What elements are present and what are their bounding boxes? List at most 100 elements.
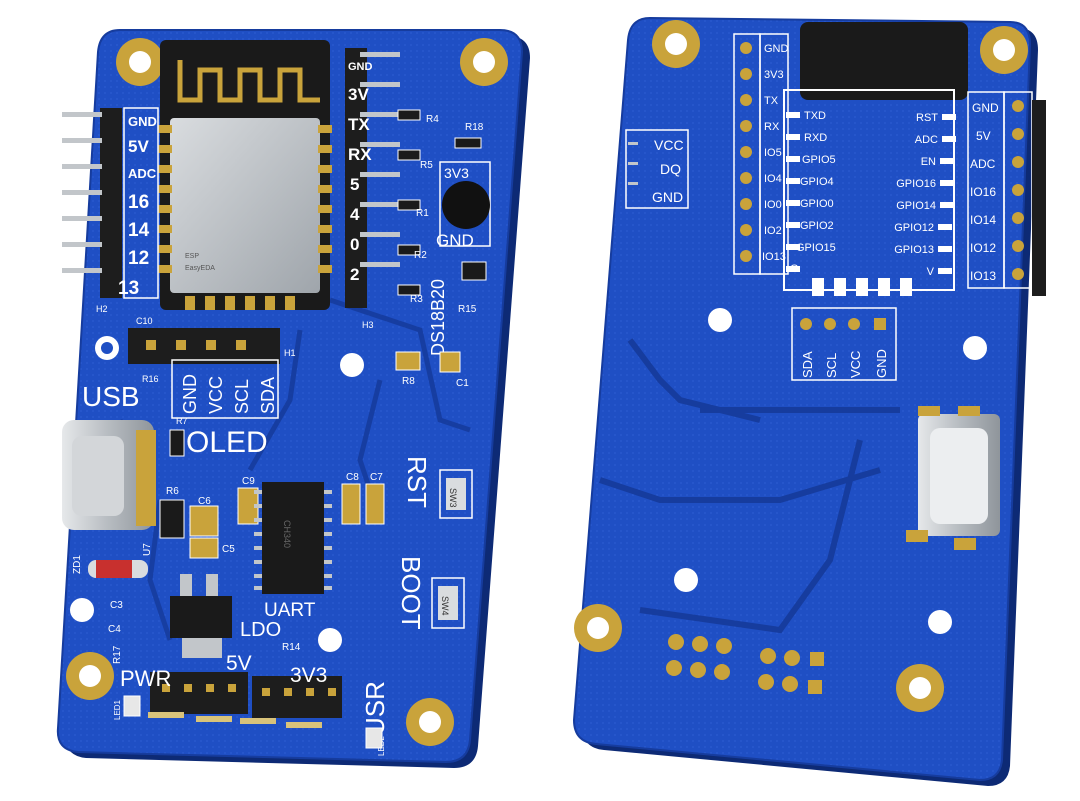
pin-label: RXD — [804, 132, 827, 144]
ref-label: C5 — [222, 544, 235, 555]
ref-label: R2 — [414, 250, 427, 261]
module-label: ESP — [185, 253, 199, 260]
pin-label: RST — [916, 112, 938, 124]
pin-label: GPIO13 — [894, 244, 934, 256]
pin-label: IO13 — [970, 269, 996, 283]
usb-c-connector: USB — [62, 381, 156, 530]
front-board: ESP EasyEDA — [56, 29, 531, 768]
ref-label: R5 — [420, 160, 433, 171]
ldo-label: LDO — [240, 619, 281, 641]
h3-label: H3 — [362, 320, 374, 330]
r16-label: R16 — [142, 374, 159, 384]
sw3-label: SW3 — [448, 488, 458, 508]
esp-module: ESP EasyEDA — [158, 40, 332, 310]
ds18b20-label: DS18B20 — [428, 279, 448, 356]
pin-label: GPIO5 — [802, 154, 836, 166]
back-right-labels: GND 5V ADC IO16 IO14 IO12 IO13 — [970, 101, 999, 283]
pin-label: 5V — [128, 137, 149, 156]
oled-header — [128, 328, 280, 419]
pin-label: SCL — [232, 379, 252, 414]
right-header — [345, 48, 400, 308]
pin-label: VCC — [654, 137, 684, 153]
back-left-labels: GND 3V3 TX RX IO5 IO4 IO0 IO2 IO13 — [762, 43, 789, 263]
pin-label: 16 — [128, 192, 149, 213]
3v3-label: 3V3 — [290, 664, 327, 687]
micro-usb-connector — [906, 406, 1000, 550]
pin-label: ADC — [915, 134, 938, 146]
back-module-right: RST ADC EN GPIO16 GPIO14 GPIO12 GPIO13 V — [894, 112, 956, 278]
mount-hole-icon — [66, 38, 508, 746]
r7-label: R7 — [176, 416, 188, 426]
left-header-labels: GND 5V ADC 16 14 12 13 — [118, 114, 157, 299]
h1-label: H1 — [284, 348, 296, 358]
boot-label: BOOT — [396, 556, 426, 630]
ref-label: R18 — [465, 122, 484, 133]
pwr-label: PWR — [120, 666, 171, 691]
chip-label: CH340 — [282, 520, 292, 548]
module-brand: EasyEDA — [185, 265, 215, 272]
ref-label: C1 — [456, 378, 469, 389]
pin-label: 4 — [350, 205, 360, 224]
back-board: GND 3V3 TX RX IO5 IO4 IO0 IO2 IO13 TXD R… — [572, 16, 1046, 786]
mount-hole-icon — [574, 20, 1028, 712]
pin-label: 13 — [118, 278, 139, 299]
pin-label: GND — [180, 374, 200, 414]
pin-label: SDA — [800, 351, 815, 378]
pin-label: DQ — [660, 161, 681, 177]
pin-label: SDA — [258, 377, 278, 414]
ref-label: C7 — [370, 472, 383, 483]
rst-label: RST — [402, 456, 432, 508]
pin-label: EN — [921, 156, 936, 168]
pin-label: GPIO4 — [800, 176, 834, 188]
back-right-header — [967, 91, 1046, 296]
pin-label: IO14 — [970, 213, 996, 227]
ds18b20-sensor: 3V3 GND DS18B20 — [428, 161, 491, 356]
pin-label: 12 — [128, 248, 149, 269]
rst-switch[interactable] — [439, 469, 473, 519]
pin-label: GPIO12 — [894, 222, 934, 234]
back-module-left: TXD RXD GPIO5 GPIO4 GPIO0 GPIO2 GPIO15 G — [786, 110, 836, 275]
uart-chip: CH340 — [254, 482, 332, 594]
pin-label: 14 — [128, 220, 150, 241]
pin-label: GND — [972, 101, 999, 115]
pin-label: 0 — [350, 235, 359, 254]
pin-label: RX — [764, 121, 780, 133]
ref-label: C3 — [110, 600, 123, 611]
ref-label: C9 — [242, 476, 255, 487]
pin-label: SCL — [824, 353, 839, 378]
ref-label: R14 — [282, 642, 301, 653]
sensor-label: 3V3 — [444, 165, 469, 181]
usr-label: USR — [360, 681, 390, 736]
module-bottom-pads — [812, 278, 912, 296]
pin-label: IO13 — [762, 251, 786, 263]
c10-label: C10 — [136, 316, 153, 326]
pin-label: TX — [764, 95, 779, 107]
pin-label: 3V — [348, 85, 369, 104]
sw4-label: SW4 — [440, 596, 450, 616]
oled-pin-labels: GND VCC SCL SDA — [180, 374, 278, 414]
back-bottom-pads — [666, 634, 824, 694]
boot-switch[interactable] — [431, 577, 465, 629]
pin-label: GND — [652, 189, 683, 205]
pin-label: TX — [348, 115, 370, 134]
pin-label: GND — [128, 114, 157, 129]
led1-label: LED1 — [113, 699, 122, 720]
right-header-labels: GND 3V TX RX 5 4 0 2 — [348, 61, 373, 284]
back-i2c-pins: SDA SCL VCC GND — [791, 307, 897, 381]
ref-label: ZD1 — [72, 555, 83, 574]
back-left-header — [733, 33, 789, 275]
pin-label: GPIO14 — [896, 200, 936, 212]
back-sensor-pins: VCC DQ GND — [625, 129, 689, 209]
ref-label: C4 — [108, 624, 121, 635]
pin-label: IO12 — [970, 241, 996, 255]
pin-label: GPIO16 — [896, 178, 936, 190]
power-headers — [148, 672, 342, 728]
pin-label: GND — [348, 61, 373, 73]
pin-label: IO0 — [764, 199, 782, 211]
pin-label: ADC — [970, 157, 996, 171]
5v-label: 5V — [226, 652, 252, 675]
pin-label: 3V3 — [764, 69, 784, 81]
pin-label: 5V — [976, 129, 991, 143]
pin-label: TXD — [804, 110, 826, 122]
